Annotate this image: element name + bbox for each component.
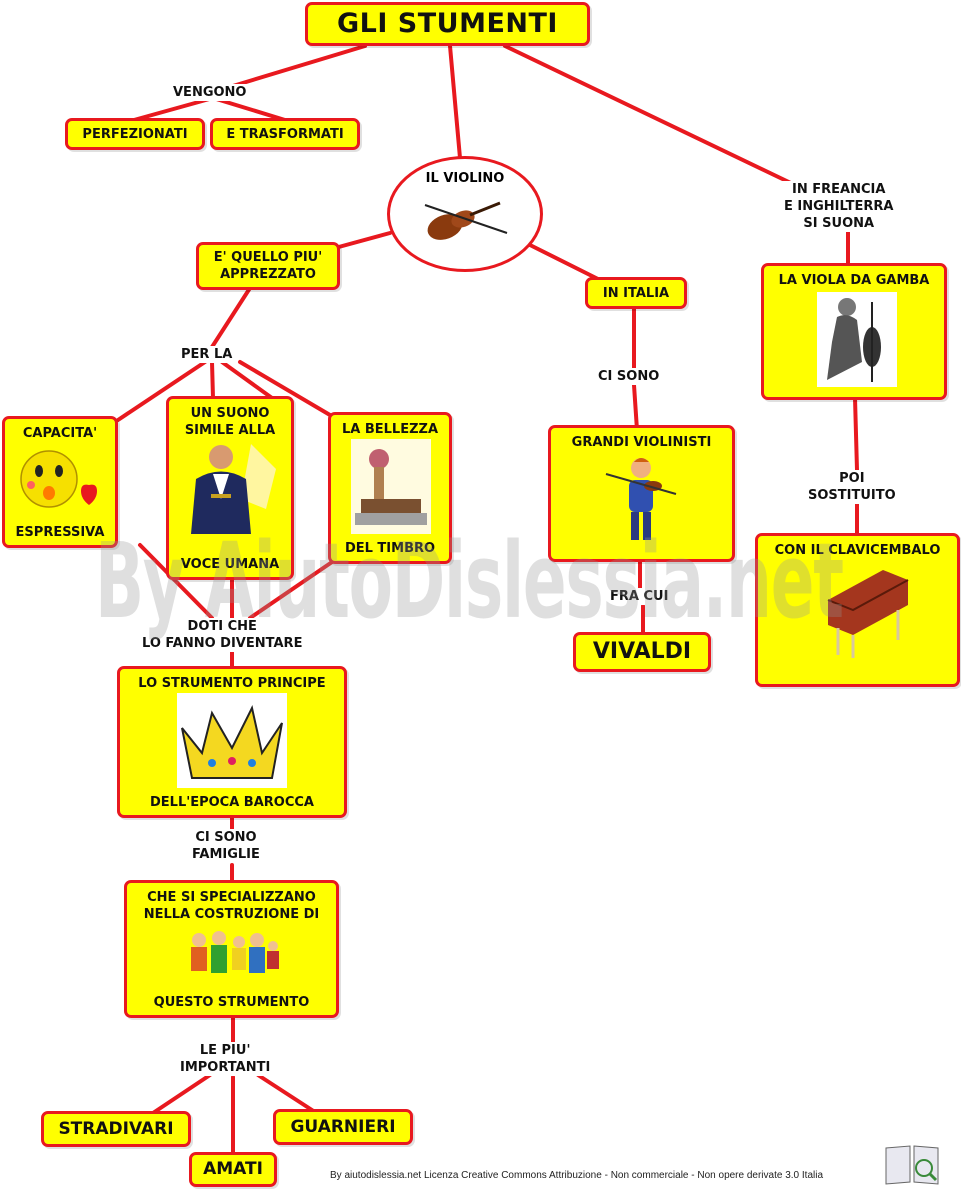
node-bellezza-timbro: LA BELLEZZA DEL TIMBRO (328, 412, 452, 564)
link-importanti: LE PIU' IMPORTANTI (178, 1042, 273, 1076)
link-in-francia-line3: SI SUONA (803, 216, 875, 231)
node-trasformati: E TRASFORMATI (210, 118, 360, 150)
node-vivaldi: VIVALDI (573, 632, 711, 672)
node-specializzano-top-label: CHE SI SPECIALIZZANO NELLA COSTRUZIONE D… (143, 890, 320, 922)
title-box: GLI STUMENTI (305, 2, 590, 46)
node-perfezionati-label: PERFEZIONATI (82, 126, 188, 142)
license-footer: By aiutodislessia.net Licenza Creative C… (330, 1170, 824, 1181)
node-suono-top-label: UN SUONO SIMILE ALLA (184, 406, 276, 438)
node-violinisti-label: GRANDI VIOLINISTI (571, 435, 712, 450)
node-viola-label: LA VIOLA DA GAMBA (778, 273, 930, 288)
link-in-francia-line1: IN FREANCIA (792, 182, 886, 197)
link-fra-cui: FRA CUI (608, 588, 671, 605)
node-clavicembalo: CON IL CLAVICEMBALO (755, 533, 960, 687)
singer-icon (191, 444, 276, 534)
node-amati-label: AMATI (203, 1159, 263, 1179)
node-violino: IL VIOLINO (387, 156, 543, 272)
link-in-francia: IN FREANCIA E INGHILTERRA SI SUONA (782, 181, 896, 232)
link-vengono: VENGONO (171, 84, 249, 101)
node-apprezzato-label: E' QUELLO PIU' APPREZZATO (213, 250, 323, 282)
node-specializzano: CHE SI SPECIALIZZANO NELLA COSTRUZIONE D… (124, 880, 339, 1018)
node-capacita-top-label: CAPACITA' (22, 426, 98, 441)
link-famiglie-line1: CI SONO (195, 830, 257, 845)
link-famiglie: CI SONO FAMIGLIE (190, 829, 262, 863)
link-famiglie-line2: FAMIGLIE (192, 847, 260, 862)
node-clavicembalo-label: CON IL CLAVICEMBALO (774, 543, 941, 558)
book-logo-icon (885, 1145, 939, 1185)
node-bellezza-bottom-label: DEL TIMBRO (344, 541, 436, 556)
violin-icon (424, 201, 508, 240)
node-guarnieri: GUARNIERI (273, 1109, 413, 1145)
crown-icon (177, 693, 287, 788)
page-title: GLI STUMENTI (337, 8, 558, 39)
node-principe-bottom-label: DELL'EPOCA BAROCCA (150, 795, 314, 810)
node-bellezza-top-label: LA BELLEZZA (341, 422, 439, 437)
node-specializzano-bottom-label: QUESTO STRUMENTO (153, 995, 310, 1010)
node-amati: AMATI (189, 1152, 277, 1187)
node-apprezzato: E' QUELLO PIU' APPREZZATO (196, 242, 340, 290)
node-in-italia: IN ITALIA (585, 277, 687, 309)
harpsichord-icon (827, 570, 909, 658)
link-poi-line2: SOSTITUITO (808, 488, 896, 503)
node-suono-bottom-label: VOCE UMANA (180, 557, 280, 572)
stamp-icon (351, 439, 431, 534)
node-viola-da-gamba: LA VIOLA DA GAMBA (761, 263, 947, 400)
link-doti-line2: LO FANNO DIVENTARE (142, 636, 303, 651)
node-stradivari-label: STRADIVARI (58, 1118, 174, 1139)
node-capacita-espressiva: CAPACITA' ESPRESSIVA (2, 416, 118, 548)
node-grandi-violinisti: GRANDI VIOLINISTI (548, 425, 735, 562)
node-trasformati-label: E TRASFORMATI (226, 126, 344, 142)
smiley-heart-icon (20, 450, 97, 508)
link-doti: DOTI CHE LO FANNO DIVENTARE (140, 618, 305, 652)
node-guarnieri-label: GUARNIERI (290, 1116, 396, 1137)
link-in-francia-line2: E INGHILTERRA (784, 199, 894, 214)
viola-da-gamba-icon (817, 292, 897, 387)
link-ci-sono-italia: CI SONO (596, 368, 662, 385)
node-principe-top-label: LO STRUMENTO PRINCIPE (138, 676, 326, 691)
link-importanti-line1: LE PIU' (199, 1043, 251, 1058)
node-strumento-principe: LO STRUMENTO PRINCIPE DELL'EPOCA BAROCCA (117, 666, 347, 818)
node-vivaldi-label: VIVALDI (592, 639, 692, 664)
link-per-la: PER LA (179, 346, 235, 363)
node-capacita-bottom-label: ESPRESSIVA (15, 525, 105, 540)
link-doti-line1: DOTI CHE (187, 619, 257, 634)
node-stradivari: STRADIVARI (41, 1111, 191, 1147)
node-in-italia-label: IN ITALIA (602, 285, 670, 301)
node-violino-label: IL VIOLINO (425, 171, 505, 186)
violinist-icon (605, 458, 677, 540)
link-importanti-line2: IMPORTANTI (180, 1060, 271, 1075)
link-poi-line1: POI (839, 471, 865, 486)
family-icon (191, 931, 279, 973)
node-perfezionati: PERFEZIONATI (65, 118, 205, 150)
node-suono-voce: UN SUONO SIMILE ALLA VOCE UMANA (166, 396, 294, 580)
link-poi-sostituito: POI SOSTITUITO (806, 470, 898, 504)
